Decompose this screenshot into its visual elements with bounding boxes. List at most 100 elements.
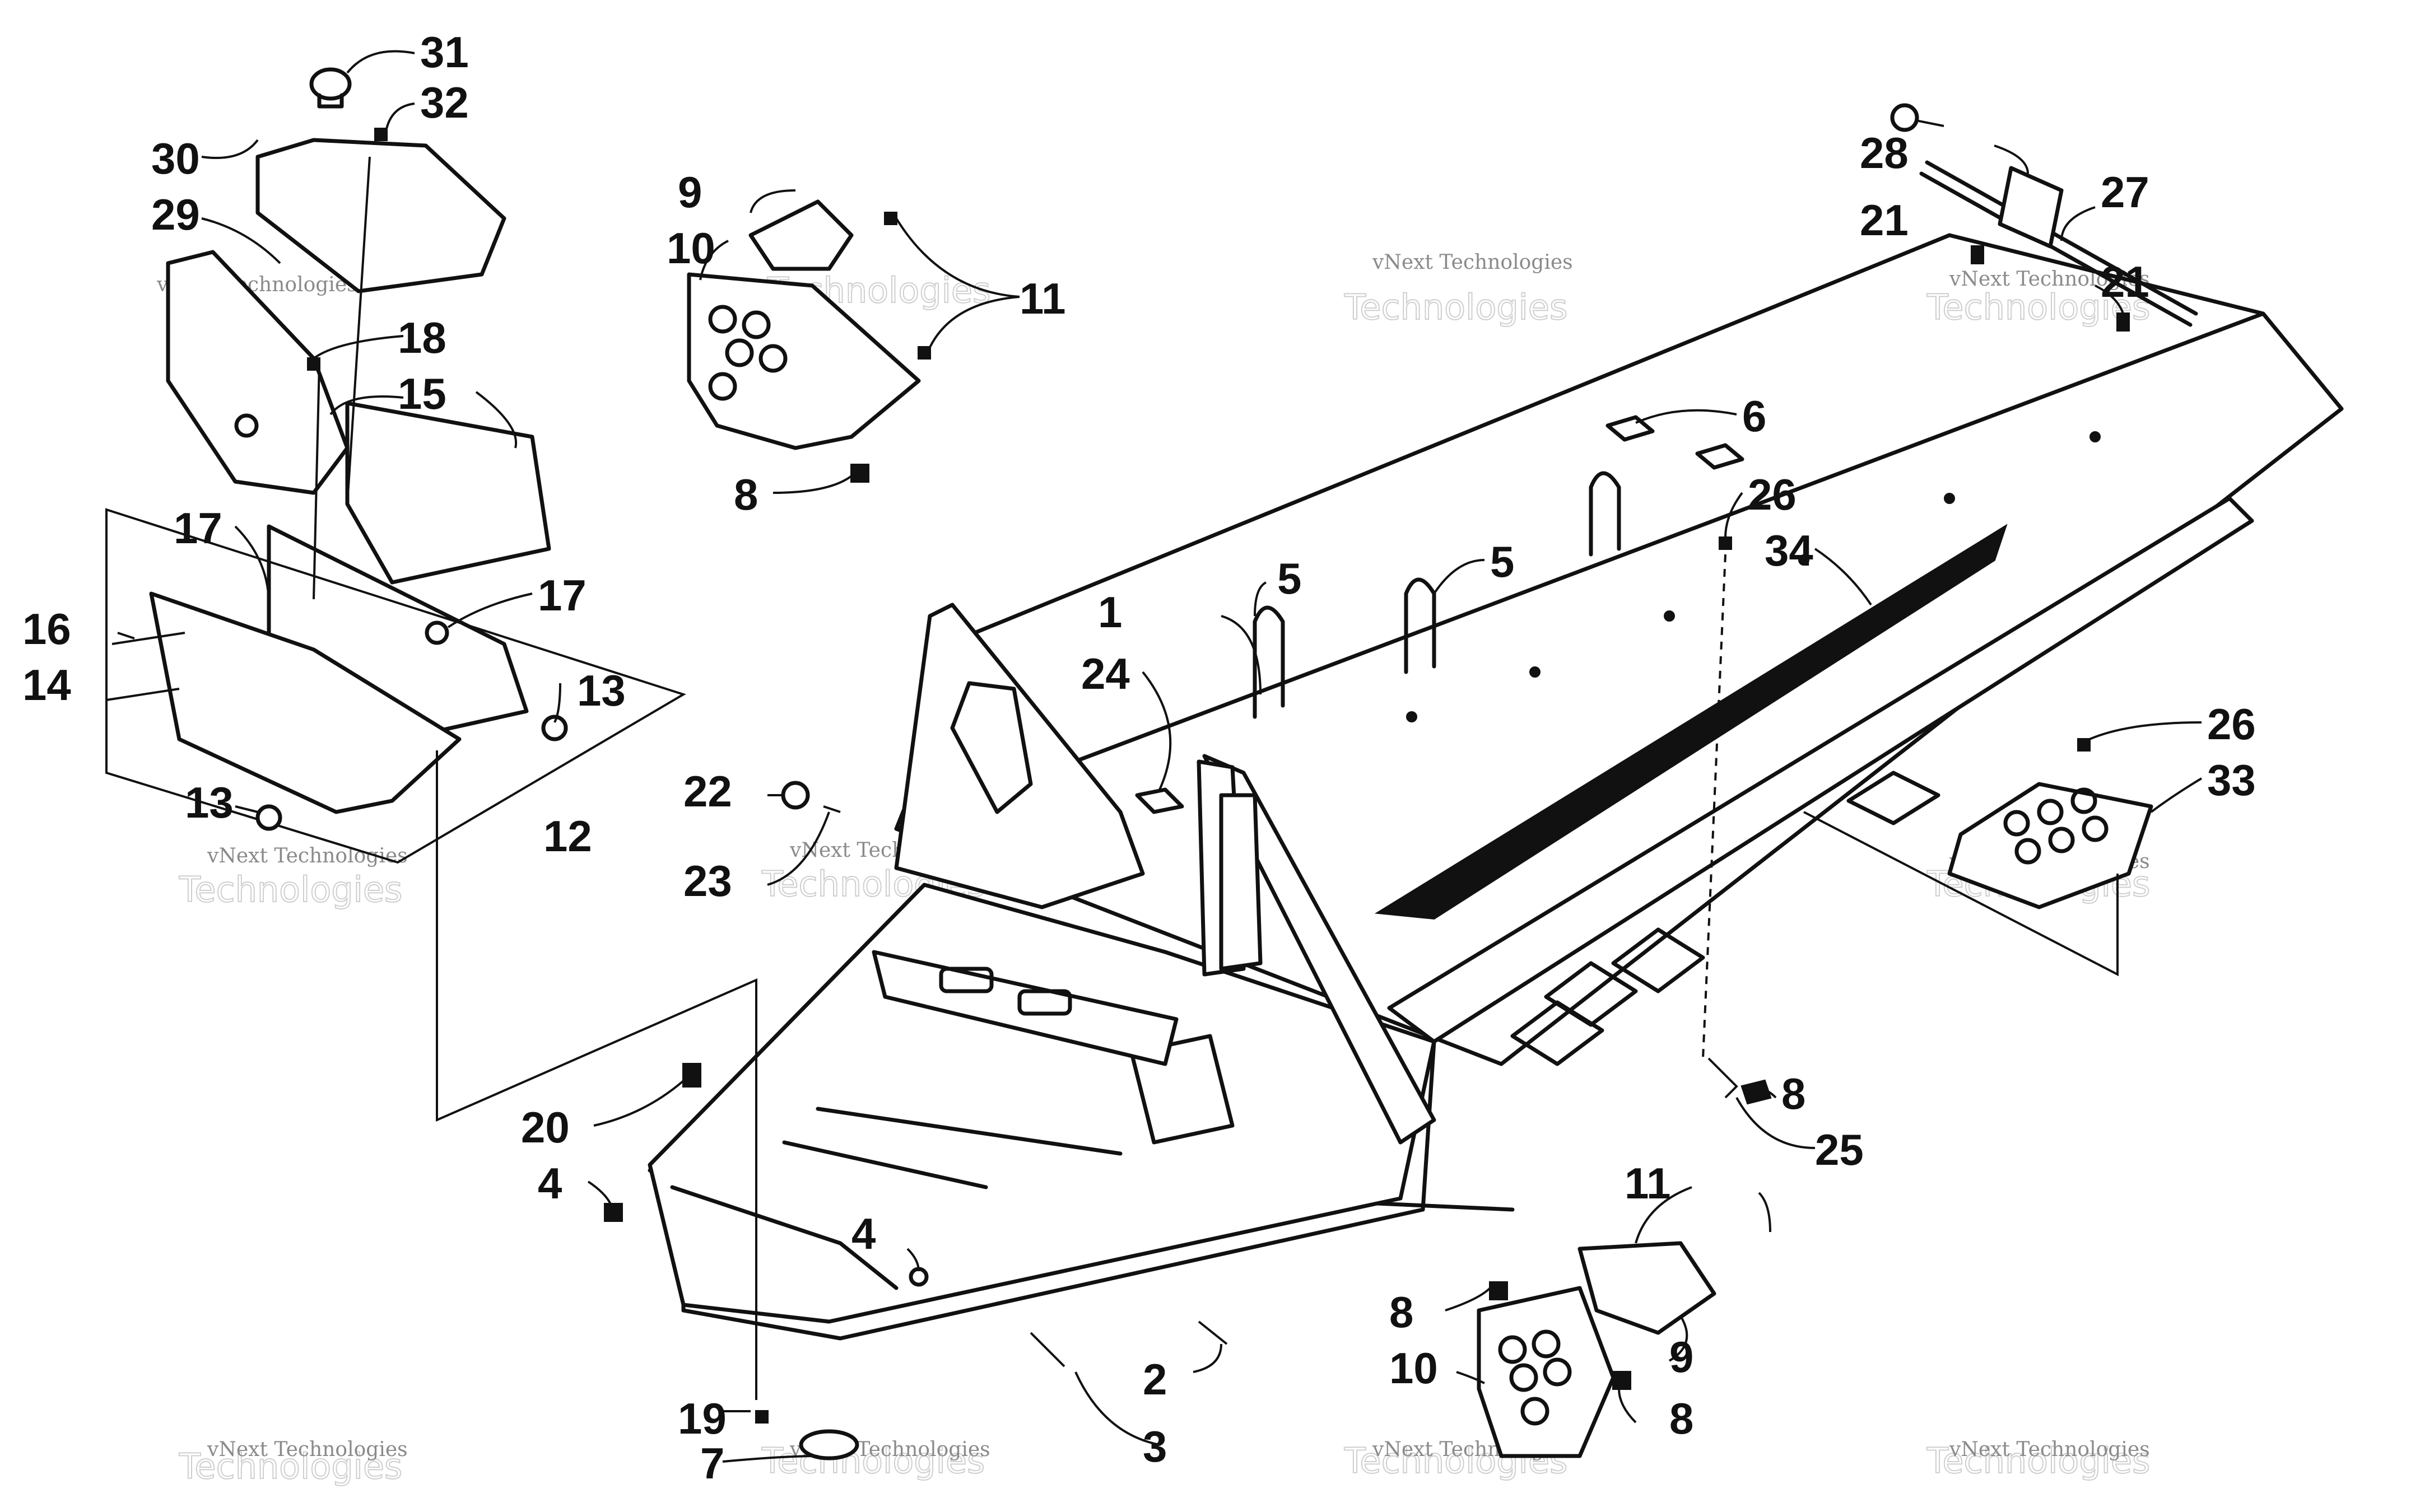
callout-label: 13 <box>185 778 234 827</box>
callout-label: 4 <box>538 1159 562 1208</box>
guard-hole <box>1532 1329 1561 1359</box>
nut-13 <box>255 804 282 831</box>
mount-15 <box>345 401 551 585</box>
steering-post-window <box>1219 793 1263 971</box>
footrest-hole <box>2082 815 2109 842</box>
watermark-small: vNext Technologies <box>207 1438 408 1461</box>
guard-hole <box>708 305 737 334</box>
bolt-28-shank <box>1915 119 1944 127</box>
knob-31-stem <box>317 93 344 109</box>
leader-3 <box>1074 1371 1160 1446</box>
leader-17-left <box>234 525 270 605</box>
callout-label: 17 <box>538 571 587 620</box>
leader-30 <box>201 139 259 159</box>
callout-label: 25 <box>1815 1125 1864 1174</box>
leader-21-b <box>2095 284 2124 314</box>
guard-hole <box>1543 1357 1572 1387</box>
running-board-cleat <box>1846 771 1940 825</box>
callout-label: 5 <box>1277 554 1301 603</box>
callout-label: 22 <box>683 767 732 816</box>
callout-label: 26 <box>2207 699 2256 749</box>
leader-9-top <box>750 189 796 213</box>
leader-6 <box>1635 409 1737 424</box>
callout-label: 26 <box>1748 470 1797 519</box>
watermark-large: Technologies <box>179 1446 402 1487</box>
leader-11-top-b <box>929 296 1020 348</box>
leader-16 <box>117 632 135 640</box>
u-bolt-5 <box>1589 471 1621 557</box>
assembly-line <box>313 363 320 600</box>
callout-label: 18 <box>398 313 446 362</box>
leader-11-bottom <box>1635 1186 1692 1244</box>
cap-7 <box>799 1429 859 1460</box>
running-board-cleat <box>1544 961 1638 1027</box>
bracket-9-bottom <box>1577 1241 1716 1335</box>
callout-label: 4 <box>851 1209 876 1258</box>
rivet <box>1664 610 1675 622</box>
assembly-line <box>436 750 757 1400</box>
tunnel-stripe <box>1374 524 2008 920</box>
screw-19 <box>755 1410 769 1424</box>
cradle-slot <box>1017 989 1072 1016</box>
running-board-cleat <box>1611 927 1705 993</box>
running-board-cleat <box>1510 1000 1604 1066</box>
fastener-21 <box>1971 245 1984 264</box>
engine-cradle <box>872 950 1179 1066</box>
leader-10-bottom <box>1456 1371 1485 1384</box>
callout-label: 34 <box>1765 526 1813 575</box>
footrest-hole <box>2014 838 2041 865</box>
leader-25 <box>1735 1097 1816 1149</box>
footrest-hole <box>2048 827 2075 853</box>
rivet <box>1529 666 1541 678</box>
callout-label: 15 <box>398 369 446 418</box>
leader-24 <box>1142 671 1172 790</box>
callout-label: 21 <box>2101 257 2149 306</box>
watermark-large: Technologies <box>1344 287 1567 328</box>
callout-label: 8 <box>1669 1394 1693 1443</box>
callout-label: 9 <box>678 167 702 217</box>
running-board-right <box>1387 496 2254 1044</box>
leader-8-top <box>772 475 853 494</box>
callout-label: 9 <box>1669 1332 1693 1382</box>
footrest-hole <box>2003 810 2030 837</box>
guard-hole <box>1520 1397 1549 1426</box>
belly-pan-rib <box>782 1140 988 1189</box>
callout-label: 11 <box>1625 1159 1670 1208</box>
watermark-small: vNext Technologies <box>1372 251 1573 274</box>
rivet-26 <box>2077 738 2091 752</box>
guard-hole <box>708 372 737 401</box>
callout-label: 6 <box>1742 391 1766 441</box>
assembly-line <box>1803 811 2119 977</box>
skid-plate-12 <box>149 591 462 814</box>
knob-31 <box>309 67 352 101</box>
screw-32 <box>374 128 388 141</box>
leader-2 <box>1193 1343 1222 1373</box>
guard-hole <box>725 338 754 367</box>
callout-label: 19 <box>678 1394 727 1443</box>
guard-hole <box>1498 1335 1527 1364</box>
leader-5-right <box>1433 559 1485 595</box>
callout-label: 16 <box>22 604 71 654</box>
bolt-28-head <box>1890 103 1919 132</box>
callout-label: 2 <box>1143 1355 1167 1404</box>
callout-label: 11 <box>1020 274 1065 323</box>
rivet <box>1406 711 1417 722</box>
leader-29 <box>201 217 281 264</box>
leader-20 <box>593 1080 685 1127</box>
screw-11 <box>884 212 897 225</box>
leader-10-top <box>699 240 729 281</box>
leader-8-bottom-left <box>1445 1287 1491 1312</box>
bracket-assembly-bottom <box>1477 1057 1772 1458</box>
callout-label: 7 <box>700 1439 724 1488</box>
u-bolt-5 <box>1253 605 1285 719</box>
leader-15-right <box>475 391 518 449</box>
callout-label: 10 <box>1389 1343 1438 1393</box>
callout-label: 30 <box>151 134 200 183</box>
leader-11-top <box>895 217 1020 298</box>
sub-assembly-outline <box>105 508 686 864</box>
leader-7 <box>722 1455 818 1463</box>
callout-label: 3 <box>1143 1422 1167 1471</box>
callout-label: 13 <box>577 666 626 715</box>
leader-32 <box>385 102 415 129</box>
callout-label: 27 <box>2101 167 2149 217</box>
